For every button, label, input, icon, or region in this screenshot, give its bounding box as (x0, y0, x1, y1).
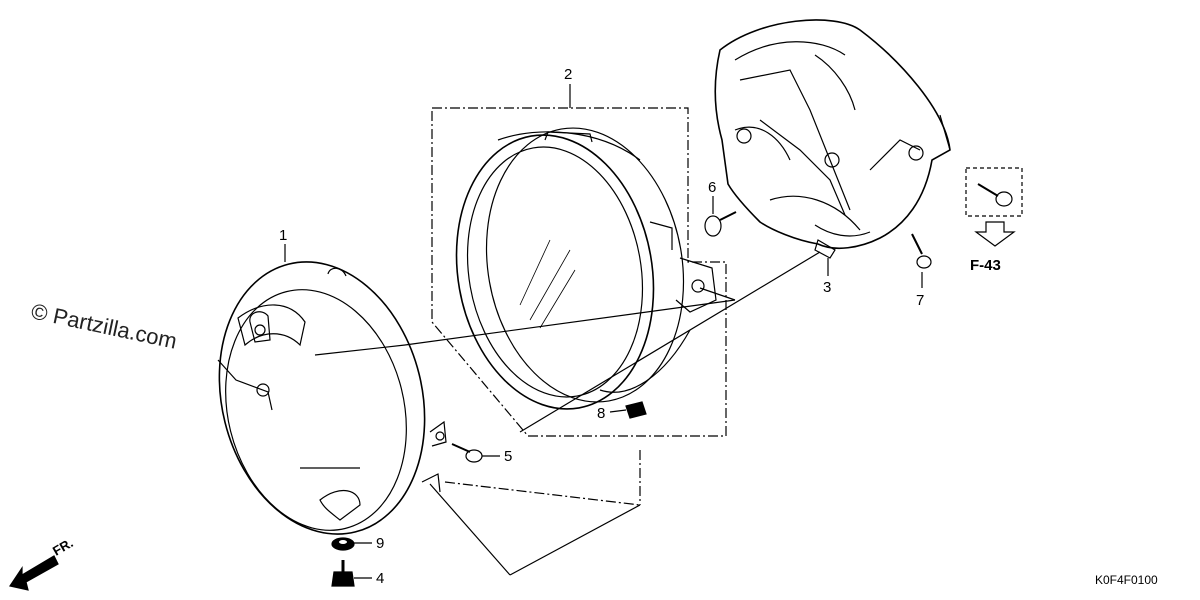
callout-3: 3 (823, 279, 831, 296)
front-arrow-icon (9, 555, 59, 591)
down-arrow-icon (974, 221, 1016, 247)
guide-line (509, 504, 641, 576)
bolt-part-5 (451, 443, 483, 463)
callout-5: 5 (504, 448, 512, 465)
callout-6: 6 (708, 179, 716, 196)
reference-label-f43: F-43 (970, 257, 1001, 274)
guide-line (444, 481, 641, 506)
headlight-rim-part-1 (217, 261, 447, 535)
callout-4: 4 (376, 570, 384, 587)
diagram-code: K0F4F0100 (1095, 573, 1158, 587)
callout-8: 8 (597, 405, 605, 422)
headlight-unit-part-2 (455, 127, 717, 410)
guide-line (429, 483, 511, 576)
nut-part-8 (625, 401, 647, 419)
bolt-part-4 (331, 560, 355, 587)
callout-1: 1 (279, 227, 287, 244)
leader-line-8 (609, 409, 627, 413)
callout-7: 7 (916, 292, 924, 309)
callout-2: 2 (564, 66, 572, 83)
washer-part-9 (331, 537, 355, 551)
bolt-reference-f43 (977, 183, 1013, 207)
watermark-text: © Partzilla.com (29, 298, 179, 353)
screw-part-6 (704, 211, 737, 237)
reference-box-f43 (965, 167, 1023, 217)
assembly-box-part-2 (431, 107, 727, 437)
front-label: FR. (50, 535, 76, 558)
guide-line (314, 344, 406, 356)
screw-part-7 (911, 233, 932, 269)
guide-line (404, 299, 736, 346)
headlight-case-part-3 (714, 19, 951, 259)
guide-line (699, 287, 736, 301)
callout-9: 9 (376, 535, 384, 552)
guide-line (519, 251, 821, 433)
